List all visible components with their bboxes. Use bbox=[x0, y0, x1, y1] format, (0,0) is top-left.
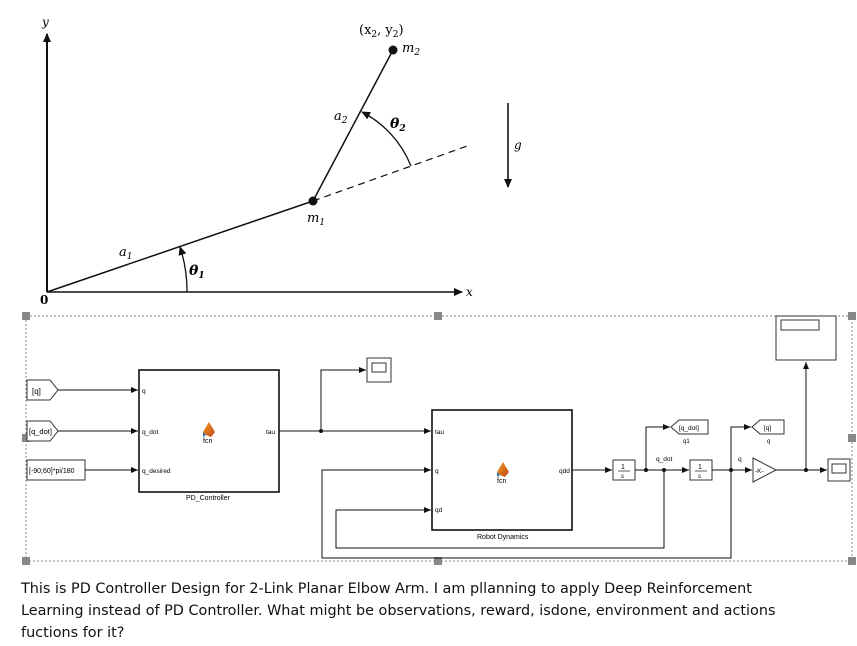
from-block-q-label: [q] bbox=[32, 387, 41, 396]
goto-block-qdot[interactable] bbox=[670, 419, 709, 435]
selection-handle[interactable] bbox=[434, 312, 442, 320]
pd-port-qdot: q_dot bbox=[142, 429, 158, 436]
pd-port-tau: tau bbox=[266, 429, 275, 436]
selection-handle[interactable] bbox=[848, 557, 856, 565]
end-point-label: (x2, y2) bbox=[359, 23, 404, 40]
goto-qdot-label: [q_dot] bbox=[679, 425, 699, 432]
integrator-2-den: s bbox=[698, 474, 701, 480]
matlab-logo-icon bbox=[203, 422, 215, 437]
y-axis-label: y bbox=[41, 15, 49, 29]
selection-handle[interactable] bbox=[22, 557, 30, 565]
theta-1-arc bbox=[178, 246, 188, 293]
from-block-qdot[interactable] bbox=[26, 420, 59, 442]
signal-line bbox=[335, 470, 665, 549]
theta-1-label: θ1 bbox=[189, 263, 205, 281]
display-block[interactable] bbox=[775, 315, 837, 361]
rd-fcn-label: fcn bbox=[497, 478, 506, 485]
integrator-1-den: s bbox=[621, 474, 624, 480]
link-2 bbox=[312, 49, 394, 202]
mass-1-label: m1 bbox=[307, 211, 325, 228]
integrator-1-num: 1 bbox=[621, 464, 625, 471]
signal-line bbox=[645, 424, 670, 470]
rd-port-qd: qd bbox=[435, 507, 443, 514]
mass-2 bbox=[388, 45, 398, 55]
x-axis-label: x bbox=[466, 285, 473, 299]
two-link-arm-diagram: y x 0 (x2, y2) m2 m1 a1 a2 θ1 θ2 g bbox=[40, 15, 522, 307]
pd-port-q: q bbox=[142, 388, 146, 395]
signal-q-label: q bbox=[738, 456, 742, 463]
branch-point bbox=[644, 468, 648, 472]
rd-port-q: q bbox=[435, 468, 439, 475]
question-text: This is PD Controller Design for 2-Link … bbox=[21, 581, 776, 641]
theta-2-label: θ2 bbox=[390, 116, 406, 134]
signal-line bbox=[320, 367, 366, 431]
goto-qdot-signal: q1 bbox=[683, 439, 690, 445]
constant-desired-label: [-90;60]*pi/180 bbox=[29, 468, 75, 475]
selection-handle[interactable] bbox=[22, 312, 30, 320]
pd-fcn-label: fcn bbox=[203, 438, 212, 445]
signal-line bbox=[321, 467, 732, 559]
selection-handle[interactable] bbox=[434, 557, 442, 565]
signal-line bbox=[730, 424, 751, 470]
robot-dynamics-name: Robot Dynamics bbox=[477, 534, 529, 541]
gain-label: -K- bbox=[755, 468, 764, 475]
gravity-label: g bbox=[514, 138, 522, 152]
theta-2-arc bbox=[361, 111, 412, 167]
signal-qdot-label: q_dot bbox=[656, 456, 672, 463]
pd-port-desired: q_desired bbox=[142, 468, 171, 475]
selection-handle[interactable] bbox=[848, 312, 856, 320]
mass-1 bbox=[308, 196, 318, 206]
selection-handle[interactable] bbox=[22, 434, 30, 442]
scope-tau[interactable] bbox=[366, 357, 392, 383]
goto-block-q[interactable] bbox=[751, 419, 785, 435]
rd-port-tau: tau bbox=[435, 429, 444, 436]
integrator-2-num: 1 bbox=[698, 464, 702, 471]
goto-q-label: [q] bbox=[764, 425, 771, 432]
link-2-label: a2 bbox=[334, 109, 348, 126]
from-block-qdot-label: [q_dot] bbox=[29, 427, 52, 436]
selection-handle[interactable] bbox=[848, 434, 856, 442]
simulink-model[interactable]: [q] [q_dot] [-90;60]*pi/180 q q_dot q_de… bbox=[0, 0, 857, 575]
link-1-extension bbox=[312, 144, 471, 202]
gain-block[interactable] bbox=[752, 457, 778, 483]
pd-controller-name: PD_Controller bbox=[186, 495, 231, 502]
mass-2-label: m2 bbox=[402, 41, 420, 58]
matlab-logo-icon bbox=[497, 462, 509, 477]
scope-output[interactable] bbox=[827, 458, 851, 482]
goto-q-signal: q bbox=[767, 439, 770, 445]
link-1-label: a1 bbox=[119, 245, 133, 262]
origin-label: 0 bbox=[40, 293, 48, 307]
from-block-q[interactable] bbox=[26, 379, 59, 401]
rd-port-qdd: qdd bbox=[559, 468, 570, 475]
